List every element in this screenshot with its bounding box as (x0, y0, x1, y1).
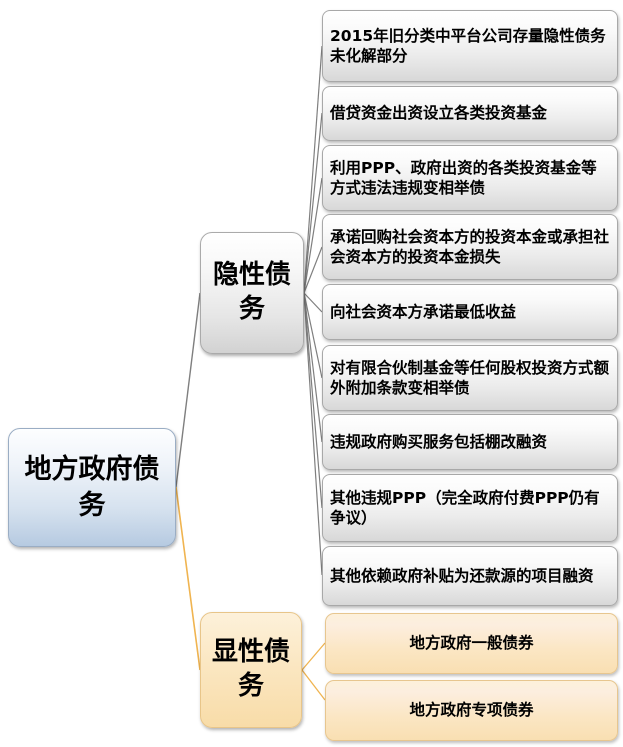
leaf-node-explicit-1-label: 地方政府一般债券 (409, 634, 534, 653)
branch-node-explicit-label: 显性债务 (211, 637, 290, 701)
leaf-node-implicit-8[interactable]: 其他违规PPP（完全政府付费PPP仍有争议） (322, 474, 618, 542)
connector-implicit-leaf-5 (303, 292, 323, 313)
leaf-node-implicit-6[interactable]: 对有限合伙制基金等任何股权投资方式额外附加条款变相举债 (322, 345, 618, 411)
root-node-local-government-debt[interactable]: 地方政府债务 (8, 428, 176, 547)
leaf-node-implicit-7[interactable]: 违规政府购买服务包括棚改融资 (322, 414, 618, 470)
leaf-node-implicit-9[interactable]: 其他依赖政府补贴为还款源的项目融资 (322, 546, 618, 606)
leaf-node-implicit-8-label: 其他违规PPP（完全政府付费PPP仍有争议） (330, 488, 600, 527)
leaf-node-implicit-5[interactable]: 向社会资本方承诺最低收益 (322, 284, 618, 340)
branch-node-implicit-label: 隐性债务 (212, 260, 291, 324)
leaf-node-explicit-1[interactable]: 地方政府一般债券 (325, 613, 618, 674)
connector-implicit-leaf-2 (303, 112, 323, 294)
root-node-label: 地方政府债务 (24, 454, 160, 521)
connector-implicit-leaf-4 (303, 246, 323, 294)
connector-implicit-leaf-6 (303, 292, 323, 379)
leaf-node-implicit-2[interactable]: 借贷资金出资设立各类投资基金 (322, 86, 618, 141)
connector-implicit-leaf-3 (303, 177, 323, 294)
leaf-node-implicit-5-label: 向社会资本方承诺最低收益 (330, 302, 517, 321)
leaf-node-implicit-7-label: 违规政府购买服务包括棚改融资 (330, 432, 548, 451)
leaf-node-implicit-4-label: 承诺回购社会资本方的投资本金或承担社会资本方的投资本金损失 (330, 227, 610, 266)
branch-node-implicit-debt[interactable]: 隐性债务 (200, 232, 304, 354)
leaf-node-explicit-2[interactable]: 地方政府专项债券 (325, 680, 618, 741)
leaf-node-implicit-2-label: 借贷资金出资设立各类投资基金 (330, 104, 548, 123)
connector-explicit-leaf-1 (301, 642, 326, 671)
connector-root-to-explicit (175, 486, 201, 671)
leaf-node-implicit-1-label: 2015年旧分类中平台公司存量隐性债务未化解部分 (330, 26, 606, 65)
leaf-node-implicit-6-label: 对有限合伙制基金等任何股权投资方式额外附加条款变相举债 (330, 358, 610, 397)
leaf-node-explicit-2-label: 地方政府专项债券 (409, 701, 534, 720)
connector-implicit-leaf-7 (303, 292, 323, 443)
branch-node-explicit-debt[interactable]: 显性债务 (200, 612, 302, 728)
connector-implicit-leaf-9 (303, 292, 323, 576)
connector-implicit-leaf-8 (303, 292, 323, 509)
connector-implicit-leaf-1 (303, 45, 323, 294)
leaf-node-implicit-9-label: 其他依赖政府补贴为还款源的项目融资 (330, 566, 594, 585)
leaf-node-implicit-3-label: 利用PPP、政府出资的各类投资基金等方式违法违规变相举债 (330, 158, 597, 197)
connector-explicit-leaf-2 (301, 669, 326, 701)
connector-root-to-implicit (175, 292, 201, 488)
leaf-node-implicit-3[interactable]: 利用PPP、政府出资的各类投资基金等方式违法违规变相举债 (322, 145, 618, 211)
leaf-node-implicit-1[interactable]: 2015年旧分类中平台公司存量隐性债务未化解部分 (322, 10, 618, 82)
leaf-node-implicit-4[interactable]: 承诺回购社会资本方的投资本金或承担社会资本方的投资本金损失 (322, 214, 618, 280)
